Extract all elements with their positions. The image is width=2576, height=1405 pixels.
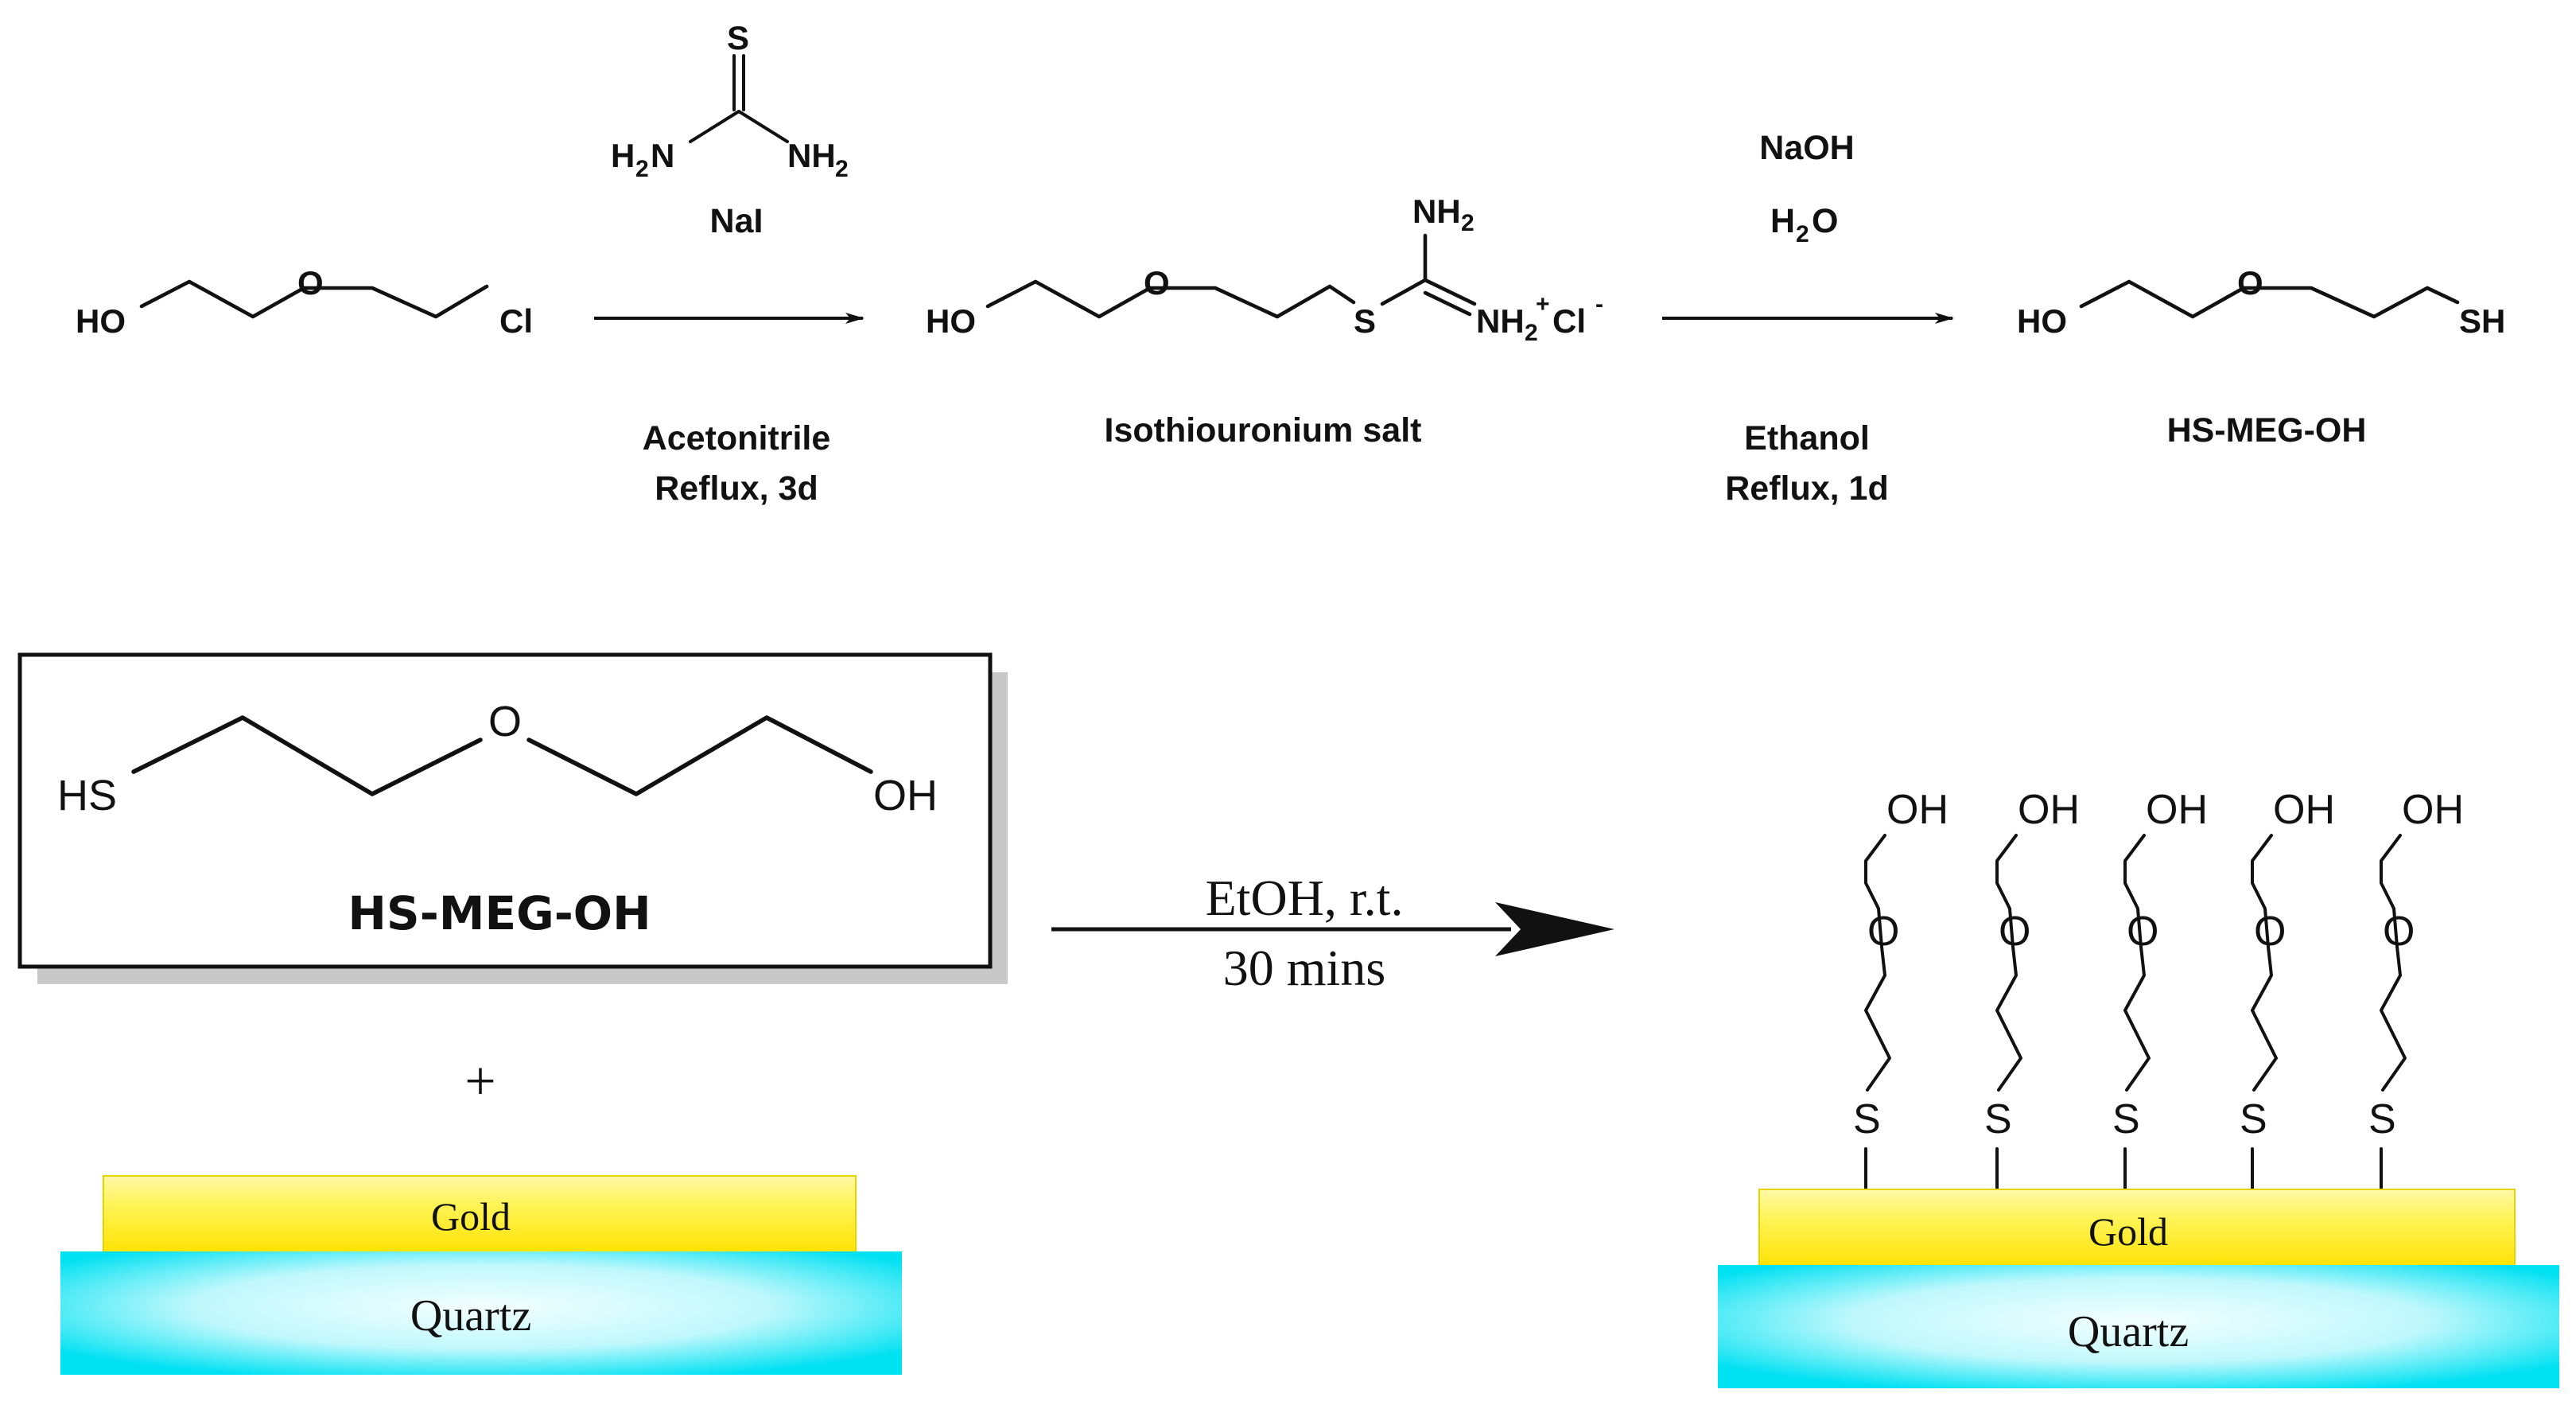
thiourea-nh2: NH xyxy=(787,137,836,174)
sam-o: O xyxy=(2127,909,2158,955)
water-h: H xyxy=(1770,202,1795,240)
substrate-left: Gold Quartz xyxy=(60,1175,902,1375)
reactant-cl: Cl xyxy=(499,302,533,340)
gold-label-right: Gold xyxy=(2088,1209,2168,1254)
chain-bonds xyxy=(2251,834,2278,1092)
intermediate-nh2-plus-sub: 2 xyxy=(1525,320,1538,346)
box-name: HS-MEG-OH xyxy=(348,886,651,940)
gold-label-left: Gold xyxy=(431,1194,511,1239)
quartz-layer-right xyxy=(1718,1265,2559,1388)
sam-chain: OH O S xyxy=(2240,787,2335,1191)
intermediate-nh2-plus: NH xyxy=(1476,302,1525,340)
thiourea-nh2-sub: 2 xyxy=(835,156,849,182)
chain-bonds xyxy=(1995,834,2022,1092)
intermediate-minus-charge: - xyxy=(1595,291,1603,317)
intermediate-s: S xyxy=(1354,302,1376,340)
reactant-ho: HO xyxy=(76,302,126,340)
step2-solvent: Ethanol xyxy=(1744,419,1870,457)
sam-monolayer: OH O S OH O S OH O S OH O S OH O S xyxy=(1853,787,2464,1191)
intermediate-nh2-top: NH xyxy=(1412,193,1461,230)
substrate-right: Gold Quartz xyxy=(1718,1189,2559,1388)
chain-bonds xyxy=(1864,834,1891,1092)
gold-layer-left xyxy=(103,1175,857,1255)
sam-s: S xyxy=(2112,1096,2140,1142)
quartz-label-right: Quartz xyxy=(2068,1307,2189,1356)
intermediate-nh2-top-sub: 2 xyxy=(1461,210,1474,236)
arrow-conditions-line2: 30 mins xyxy=(1223,940,1385,996)
arrow-conditions-line1: EtOH, r.t. xyxy=(1206,870,1404,926)
product-name: HS-MEG-OH xyxy=(2167,411,2367,450)
sam-o: O xyxy=(2254,909,2286,955)
box-frame xyxy=(17,652,993,969)
step1-solvent: Acetonitrile xyxy=(643,419,831,457)
thiourea-structure: S H 2 N NH 2 xyxy=(611,19,849,182)
sam-oh: OH xyxy=(1886,787,1949,833)
intermediate-cl: Cl xyxy=(1552,302,1586,340)
sam-chain: OH O S xyxy=(1853,787,1949,1191)
thiourea-h2n-sub: 2 xyxy=(635,156,649,182)
sam-oh: OH xyxy=(2018,787,2080,833)
sam-o: O xyxy=(1867,909,1899,955)
sam-s: S xyxy=(1853,1096,1881,1142)
intermediate-o: O xyxy=(1144,264,1170,302)
quartz-layer-left xyxy=(60,1251,902,1375)
hs-meg-oh-box: HS O OH HS-MEG-OH xyxy=(17,652,1008,984)
reactant-o: O xyxy=(297,264,324,302)
sam-oh: OH xyxy=(2273,787,2335,833)
sam-s: S xyxy=(2368,1096,2396,1142)
thiourea-h2n-n: N xyxy=(651,137,674,174)
box-oh: OH xyxy=(873,772,938,819)
product-sh: SH xyxy=(2459,302,2505,340)
sam-s: S xyxy=(1984,1096,2012,1142)
water-o: O xyxy=(1812,202,1838,240)
isothiouronium-structure: HO O S NH 2 NH 2 + Cl - xyxy=(926,193,1603,346)
intermediate-plus-charge: + xyxy=(1536,291,1550,317)
product-structure: HO O SH xyxy=(2017,264,2505,340)
step1-reagent-nai: NaI xyxy=(710,202,763,240)
reactant-chloroethoxyethanol: HO O Cl xyxy=(76,264,533,340)
quartz-label-left: Quartz xyxy=(410,1291,531,1341)
chain-bonds xyxy=(2123,834,2151,1092)
sam-chain: OH O S xyxy=(1984,787,2080,1191)
intermediate-name: Isothiouronium salt xyxy=(1105,411,1422,450)
sam-oh: OH xyxy=(2146,787,2208,833)
reaction-arrow-3 xyxy=(1051,902,1614,956)
product-o: O xyxy=(2237,264,2263,302)
step2-conditions: Reflux, 1d xyxy=(1725,469,1889,508)
plus-sign: + xyxy=(464,1051,495,1112)
sam-oh: OH xyxy=(2402,787,2464,833)
intermediate-ho: HO xyxy=(926,302,976,340)
product-ho: HO xyxy=(2017,302,2067,340)
gold-layer-right xyxy=(1758,1189,2516,1270)
sam-s: S xyxy=(2240,1096,2267,1142)
box-hs: HS xyxy=(57,772,117,819)
chain-bonds xyxy=(2380,834,2407,1092)
sam-chain: OH O S xyxy=(2112,787,2208,1191)
sam-chain: OH O S xyxy=(2368,787,2464,1191)
water-sub: 2 xyxy=(1796,221,1809,247)
thiourea-s: S xyxy=(727,19,749,56)
sam-o: O xyxy=(2383,909,2415,955)
sam-o: O xyxy=(1999,909,2030,955)
step1-conditions: Reflux, 3d xyxy=(655,469,818,508)
step2-reagent-water: H 2 O xyxy=(1770,202,1838,247)
step2-reagent-naoh: NaOH xyxy=(1759,129,1854,167)
box-o: O xyxy=(488,698,522,745)
thiourea-h2n-h: H xyxy=(611,137,635,174)
